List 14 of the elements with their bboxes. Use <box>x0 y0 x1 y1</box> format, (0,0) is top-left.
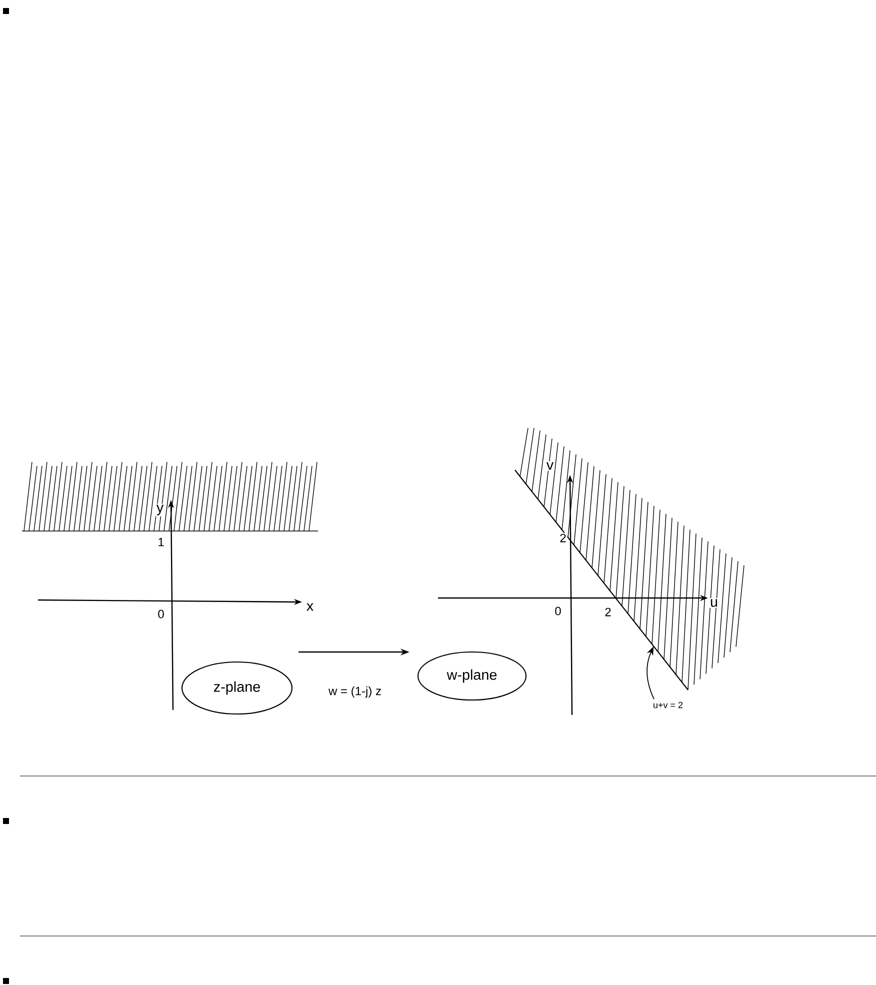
axis-label: 0 <box>156 608 166 620</box>
axis-label: u <box>709 598 719 608</box>
axis-label: 1 <box>156 536 166 548</box>
axis-label: v <box>545 461 555 471</box>
boundary-equation: u+v = 2 <box>654 702 683 708</box>
plane-label-bubble: z-plane <box>181 661 293 715</box>
edge-label: w = (1-j) z <box>328 686 381 698</box>
axis-label: x <box>305 602 315 612</box>
plane-label-bubble: w-plane <box>417 651 527 701</box>
axis-label: 0 <box>554 606 562 616</box>
axis-label: 2 <box>558 532 568 544</box>
boundary-line <box>514 470 688 690</box>
axis-label: y <box>155 504 165 516</box>
axis-label: 2 <box>604 606 612 618</box>
